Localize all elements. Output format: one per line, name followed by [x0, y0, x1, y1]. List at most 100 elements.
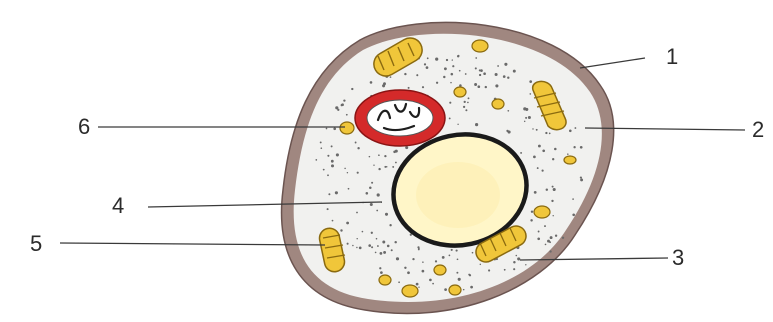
- label-4: 4: [112, 195, 124, 217]
- cytoplasm-granule: [580, 177, 582, 179]
- cytoplasm-granule: [370, 203, 373, 206]
- cytoplasm-granule: [331, 164, 334, 167]
- cytoplasm-granule: [371, 246, 373, 248]
- cytoplasm-granule: [580, 178, 583, 181]
- cytoplasm-granule: [315, 159, 317, 161]
- cytoplasm-granule: [525, 264, 526, 265]
- cytoplasm-granule: [554, 148, 557, 151]
- cytoplasm-granule: [475, 57, 477, 59]
- cytoplasm-granule: [544, 225, 546, 227]
- cytoplasm-granule: [327, 174, 329, 176]
- cytoplasm-granule: [549, 250, 551, 252]
- cytoplasm-granule: [346, 222, 349, 225]
- cytoplasm-granule: [477, 85, 480, 88]
- cytoplasm-granule: [407, 271, 410, 274]
- cytoplasm-granule: [418, 248, 420, 250]
- cytoplasm-granule: [530, 219, 532, 221]
- cytoplasm-granule: [327, 155, 329, 157]
- cytoplasm-granule: [377, 193, 380, 196]
- cytoplasm-granule: [456, 250, 458, 252]
- cytoplasm-granule: [404, 267, 406, 269]
- cytoplasm-granule: [538, 145, 541, 148]
- cytoplasm-granule: [371, 182, 373, 184]
- cytoplasm-granule: [545, 132, 547, 134]
- cytoplasm-granule: [457, 124, 458, 125]
- cytoplasm-granule: [528, 116, 531, 119]
- cytoplasm-granule: [474, 83, 477, 86]
- cytoplasm-granule: [390, 76, 392, 78]
- cytoplasm-granule: [335, 191, 338, 194]
- cytoplasm-granule: [551, 200, 553, 202]
- cytoplasm-granule: [545, 244, 547, 246]
- cytoplasm-granule: [488, 269, 490, 271]
- cytoplasm-granule: [344, 168, 346, 170]
- cytoplasm-granule: [427, 57, 429, 59]
- cytoplasm-granule: [432, 283, 434, 285]
- cytoplasm-granule: [347, 243, 349, 245]
- cytoplasm-granule: [443, 76, 445, 78]
- cytoplasm-granule: [357, 147, 359, 149]
- cytoplasm-granule: [531, 210, 533, 212]
- cytoplasm-granule: [472, 252, 474, 254]
- cytoplasm-granule: [332, 220, 334, 222]
- cytoplasm-granule: [368, 244, 371, 247]
- cytoplasm-granule: [573, 146, 575, 148]
- cytoplasm-granule: [525, 117, 527, 119]
- cytoplasm-granule: [504, 269, 506, 271]
- cytoplasm-granule: [351, 88, 353, 90]
- cytoplasm-granule: [424, 63, 426, 65]
- cytoplasm-granule: [523, 107, 526, 110]
- cytoplasm-granule: [465, 109, 467, 111]
- cytoplasm-granule: [580, 146, 583, 149]
- cytoplasm-granule: [346, 114, 348, 116]
- cytoplasm-granule: [552, 186, 554, 188]
- cytoplasm-granule: [382, 241, 385, 244]
- cytoplasm-granule: [395, 162, 397, 164]
- cytoplasm-granule: [323, 169, 325, 171]
- cytoplasm-granule: [458, 278, 461, 281]
- cytoplasm-granule: [376, 238, 378, 240]
- cytoplasm-granule: [333, 127, 336, 130]
- cytoplasm-granule: [458, 55, 460, 57]
- cytoplasm-granule: [452, 65, 454, 67]
- cytoplasm-granule: [394, 241, 396, 243]
- cytoplasm-granule: [356, 247, 357, 248]
- cytoplasm-granule: [375, 252, 377, 254]
- cytoplasm-granule: [449, 117, 451, 119]
- cytoplasm-granule: [479, 69, 481, 71]
- cytoplasm-granule: [536, 129, 538, 131]
- cytoplasm-granule: [513, 70, 516, 73]
- cytoplasm-granule: [352, 245, 354, 247]
- cytoplasm-granule: [370, 81, 373, 84]
- cytoplasm-granule: [429, 279, 432, 282]
- cytoplasm-granule: [389, 224, 391, 226]
- cytoplasm-granule: [436, 82, 438, 84]
- cytoplasm-granule: [449, 255, 451, 257]
- cytoplasm-granule: [385, 213, 388, 216]
- cytoplasm-granule: [336, 153, 339, 156]
- cytoplasm-granule: [520, 152, 522, 154]
- cytoplasm-granule: [452, 59, 453, 60]
- cytoplasm-granule: [542, 149, 545, 152]
- cytoplasm-granule: [321, 147, 323, 149]
- cytoplasm-granule: [378, 168, 380, 170]
- cytoplasm-granule: [395, 150, 398, 153]
- cytoplasm-granule: [475, 67, 477, 69]
- cytoplasm-granule: [331, 160, 334, 163]
- cytoplasm-granule: [457, 258, 459, 260]
- cytoplasm-granule: [497, 65, 499, 67]
- cytoplasm-granule: [569, 130, 572, 133]
- label-3: 3: [672, 247, 684, 269]
- label-1: 1: [666, 46, 678, 68]
- cytoplasm-granule: [446, 59, 448, 61]
- cytoplasm-granule: [483, 72, 486, 75]
- cytoplasm-granule: [459, 84, 462, 87]
- cytoplasm-granule: [373, 164, 374, 165]
- cytoplasm-granule: [529, 80, 532, 83]
- cytoplasm-granule: [347, 172, 348, 173]
- cytoplasm-granule: [362, 231, 364, 233]
- cytoplasm-granule: [379, 267, 381, 269]
- cytoplasm-granule: [468, 274, 470, 276]
- cytoplasm-granule: [459, 70, 461, 72]
